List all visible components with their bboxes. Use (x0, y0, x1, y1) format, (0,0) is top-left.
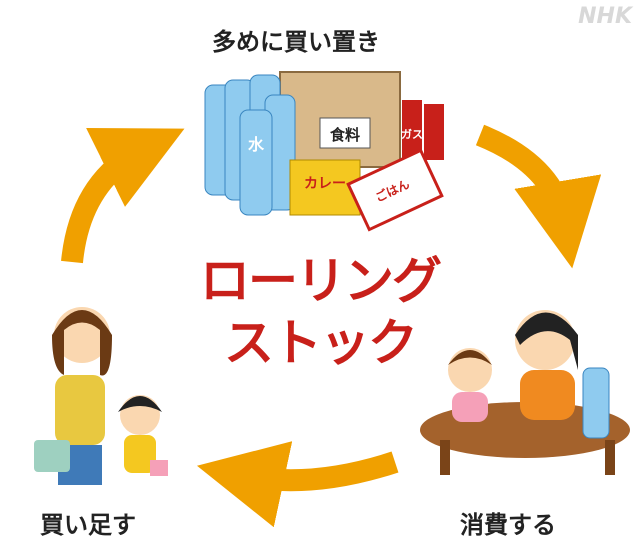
arrow-up-left (61, 127, 185, 264)
curry-label: カレー (304, 176, 346, 192)
rolling-stock-title: ローリング ストック (195, 250, 445, 374)
step-stock-up: 多めに買い置き (212, 28, 380, 56)
water-label: 水 (248, 135, 265, 154)
supplies-illustration: 食料 ガス 水 カレー ごはん (204, 71, 444, 232)
title-line-2: ストック (224, 314, 418, 372)
gas-label: ガス (401, 127, 423, 141)
arrow-bottom-left (196, 441, 399, 528)
family-eating-illustration (420, 310, 630, 475)
nhk-watermark: NHK (578, 4, 632, 29)
arrow-right-down (475, 124, 602, 269)
title-line-1: ローリング (200, 252, 442, 310)
mother-child-illustration (34, 307, 168, 485)
step-consume: 消費する (460, 511, 556, 539)
step-replenish: 買い足す (40, 511, 136, 539)
box-label: 食料 (330, 126, 360, 144)
